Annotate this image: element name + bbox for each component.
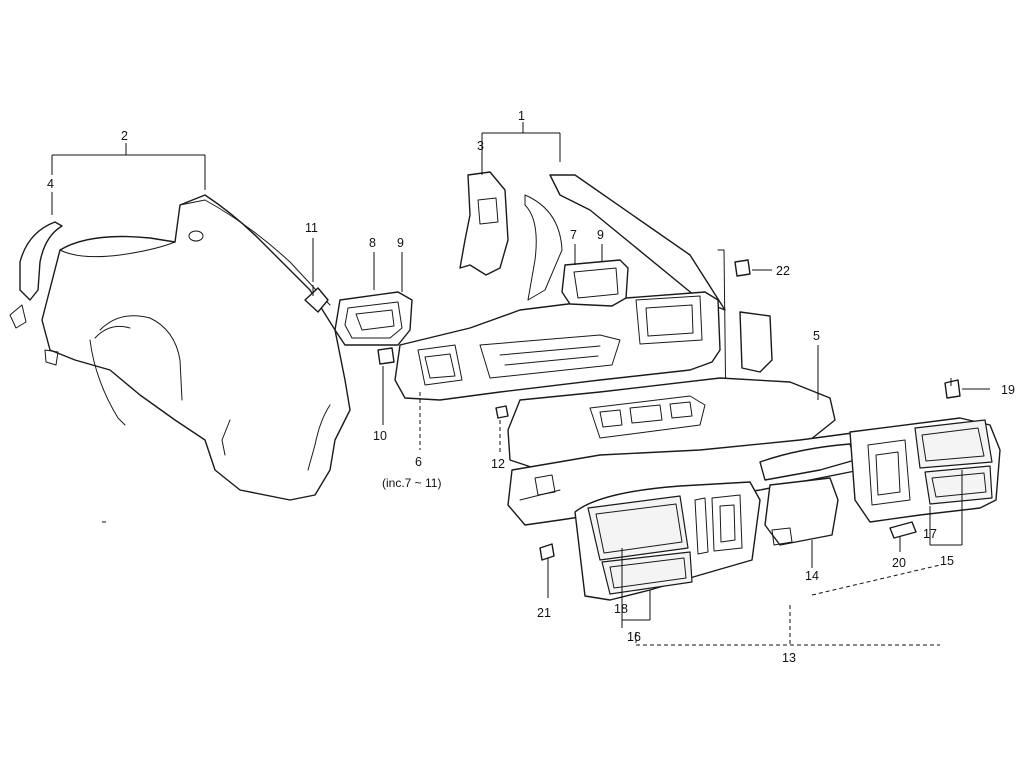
callout-4: 4 [47, 177, 54, 191]
callout-21: 21 [537, 606, 551, 620]
callout-1: 1 [518, 109, 525, 123]
callout-11: 11 [305, 221, 318, 235]
callout-22: 22 [776, 264, 790, 278]
callout-labels: 1 2 3 4 11 8 9 7 9 22 5 19 10 12 6 (inc.… [47, 109, 1015, 665]
wheel-arch-trim [9, 221, 63, 366]
clip-12 [495, 405, 509, 419]
callout-9-left: 9 [397, 236, 404, 250]
rear-panel-assembly [394, 171, 726, 401]
callout-15: 15 [940, 554, 954, 568]
callout-12: 12 [491, 457, 505, 471]
callout-17: 17 [923, 527, 937, 541]
callout-3: 3 [477, 139, 484, 153]
callout-13: 13 [782, 651, 796, 665]
lamp-housing-left [334, 291, 413, 346]
callout-18: 18 [614, 602, 628, 616]
leader-lines [51, 122, 990, 646]
callout-19: 19 [1001, 383, 1015, 397]
callout-20: 20 [892, 556, 906, 570]
callout-8: 8 [369, 236, 376, 250]
clip-19 [944, 378, 961, 399]
clip-10 [377, 347, 395, 365]
callout-6: 6 [415, 455, 422, 469]
bracket-11 [304, 285, 329, 313]
side-upright [717, 249, 773, 421]
callout-2: 2 [121, 129, 128, 143]
callout-9-right: 9 [597, 228, 604, 242]
callout-5: 5 [813, 329, 820, 343]
callout-10: 10 [373, 429, 387, 443]
callout-16: 16 [627, 630, 641, 644]
screw-20 [889, 521, 917, 548]
callout-6-note: (inc.7 ~ 11) [382, 476, 441, 490]
screw-21 [539, 543, 555, 572]
callout-7: 7 [570, 228, 577, 242]
callout-14: 14 [805, 569, 819, 583]
quarter-panel [41, 194, 351, 501]
